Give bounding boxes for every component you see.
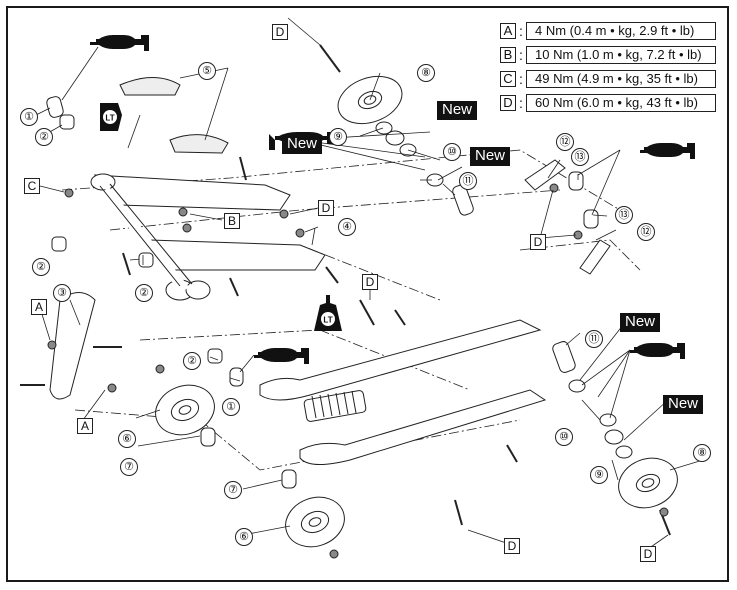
legend-spec-d: 60 Nm (6.0 m • kg, 43 ft • lb) xyxy=(526,94,716,112)
part-callout-5: ⑤ xyxy=(198,62,216,80)
part-callout-7: ⑦ xyxy=(120,458,138,476)
slide-rail-frame xyxy=(259,319,547,465)
torque-legend-row-a: A : 4 Nm (0.4 m • kg, 2.9 ft • lb) xyxy=(500,22,716,40)
new-part-badge: New xyxy=(470,147,511,166)
part-callout-13: ⑬ xyxy=(615,206,633,224)
legend-spec-b: 10 Nm (1.0 m • kg, 7.2 ft • lb) xyxy=(526,46,716,64)
torque-tag-d: D xyxy=(504,538,520,554)
part-callout-10: ⑩ xyxy=(555,428,573,446)
part-callout-8: ⑧ xyxy=(417,64,435,82)
part-callout-2: ② xyxy=(32,258,50,276)
part-callout-3: ③ xyxy=(53,284,71,302)
diagram-frame xyxy=(6,6,729,582)
bracket-3 xyxy=(49,292,96,400)
part-callout-6: ⑥ xyxy=(235,528,253,546)
part-callout-6: ⑥ xyxy=(118,430,136,448)
wheel-6-left xyxy=(155,384,215,436)
legend-spec-a: 4 Nm (0.4 m • kg, 2.9 ft • lb) xyxy=(526,22,716,40)
stopper-5-upper xyxy=(119,77,181,96)
part-callout-8: ⑧ xyxy=(693,444,711,462)
torque-tag-c: C xyxy=(24,178,40,194)
new-part-badge: New xyxy=(282,135,323,154)
lt-thread-locker-icon: LT xyxy=(312,295,342,331)
part-callout-13: ⑬ xyxy=(571,148,589,166)
svg-text:LT: LT xyxy=(105,114,114,123)
legend-colon: : xyxy=(519,47,523,63)
torque-legend-row-c: C : 49 Nm (4.9 m • kg, 35 ft • lb) xyxy=(500,70,716,88)
torque-tag-d: D xyxy=(272,24,288,40)
wheel-6-bottom xyxy=(285,496,345,548)
part-callout-1: ① xyxy=(222,398,240,416)
torque-tag-d: D xyxy=(640,546,656,562)
part-callout-2: ② xyxy=(35,128,53,146)
torque-legend-row-b: B : 10 Nm (1.0 m • kg, 7.2 ft • lb) xyxy=(500,46,716,64)
torque-tag-a: A xyxy=(77,418,93,434)
bolts xyxy=(20,44,671,536)
part-callout-9: ⑨ xyxy=(590,466,608,484)
part-callout-2: ② xyxy=(183,352,201,370)
leader-lines xyxy=(35,17,704,550)
stopper-5-lower xyxy=(169,134,229,154)
legend-colon: : xyxy=(519,71,523,87)
bushings xyxy=(46,96,599,489)
shock-absorber xyxy=(303,390,367,422)
part-callout-9: ⑨ xyxy=(329,128,347,146)
new-part-badge: New xyxy=(663,395,704,414)
part-callout-4: ④ xyxy=(338,218,356,236)
nuts xyxy=(47,183,669,559)
legend-key-b: B xyxy=(500,47,516,63)
torque-tag-d: D xyxy=(530,234,546,250)
legend-spec-c: 49 Nm (4.9 m • kg, 35 ft • lb) xyxy=(526,70,716,88)
torque-legend-row-d: D : 60 Nm (6.0 m • kg, 43 ft • lb) xyxy=(500,94,716,112)
wheel-8-right xyxy=(618,457,678,509)
link-12-lower xyxy=(579,239,611,275)
part-callout-12: ⑫ xyxy=(637,223,655,241)
part-callout-11: ⑪ xyxy=(585,330,603,348)
legend-key-a: A xyxy=(500,23,516,39)
torque-tag-d: D xyxy=(362,274,378,290)
svg-text:LT: LT xyxy=(323,316,332,325)
legend-key-c: C xyxy=(500,71,516,87)
legend-colon: : xyxy=(519,95,523,111)
part-callout-11: ⑪ xyxy=(459,172,477,190)
legend-key-d: D xyxy=(500,95,516,111)
lower-swing-arm-4 xyxy=(149,239,326,301)
link-12-upper xyxy=(524,159,566,191)
torque-tag-d: D xyxy=(318,200,334,216)
part-callout-7: ⑦ xyxy=(224,481,242,499)
part-callout-2: ② xyxy=(135,284,153,302)
part-callout-1: ① xyxy=(20,108,38,126)
o-rings xyxy=(375,121,633,459)
legend-colon: : xyxy=(519,23,523,39)
torque-tag-a: A xyxy=(31,299,47,315)
part-callout-12: ⑫ xyxy=(556,133,574,151)
torque-tag-b: B xyxy=(224,213,240,229)
upper-swing-arm xyxy=(90,173,291,211)
lt-thread-locker-icon: LT xyxy=(98,101,128,131)
new-part-badge: New xyxy=(437,101,478,120)
new-part-badge: New xyxy=(620,313,661,332)
part-callout-10: ⑩ xyxy=(443,143,461,161)
